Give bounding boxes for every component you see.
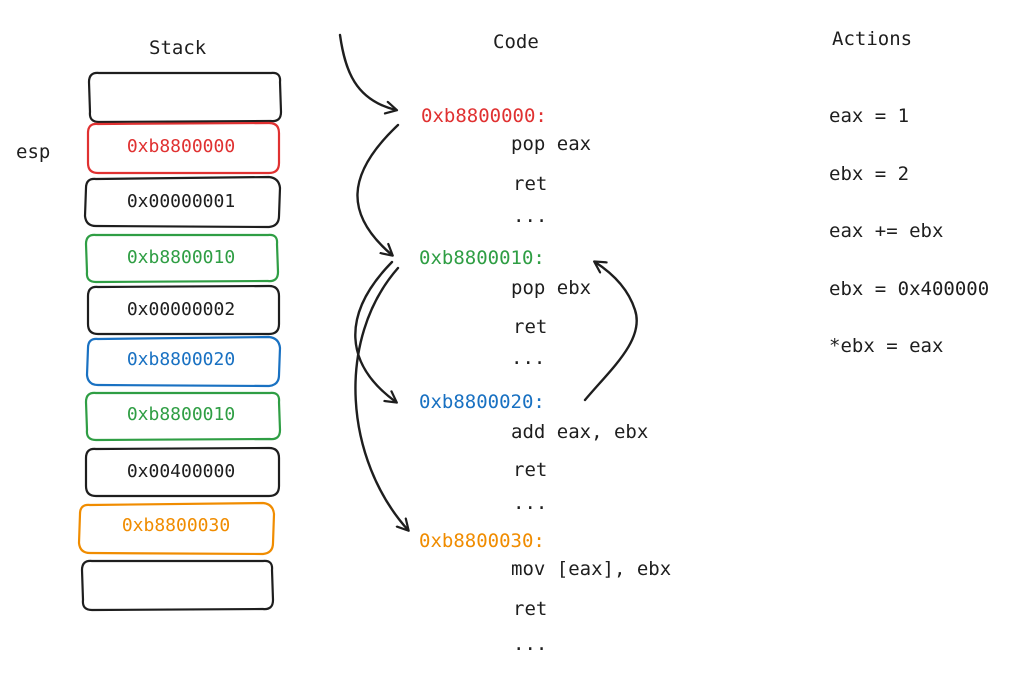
code-line: pop eax [511,133,592,155]
entry-arrow [338,33,396,110]
code-line: ret [513,598,548,620]
code-line: ... [513,633,548,655]
stack-cell-box [84,233,280,284]
stack-cell-box [84,446,281,498]
stack-cell-1: 0xb8800000 [126,136,236,157]
stack-cell-box [80,559,275,612]
stack-cell-3: 0xb8800010 [126,247,236,268]
code-line: add eax, ebx [511,421,649,443]
code-address-label: 0xb8800030: [419,530,545,552]
code-line: mov [eax], ebx [511,558,672,580]
action-item: eax += ebx [829,220,944,242]
code-address-label: 0xb8800020: [419,391,545,413]
stack-cell-box [86,284,281,336]
stack-cell-6: 0xb8800010 [126,404,236,425]
code-line: ... [511,347,546,369]
stack-cell-box [83,175,282,229]
arrow-block3-to-block2 [583,262,638,402]
code-heading: Code [493,31,539,53]
stack-cell-box [77,501,276,556]
actions-heading: Actions [832,28,913,50]
stack-cell-box [87,71,283,124]
arrow-block1-to-block2 [356,123,400,255]
code-line: ... [513,205,548,227]
stack-heading: Stack [149,37,207,59]
code-line: ... [513,492,548,514]
code-line: ret [513,459,548,481]
action-item: eax = 1 [829,105,910,127]
stack-cell-2: 0x00000001 [126,191,236,212]
code-line: pop ebx [511,277,592,299]
action-item: ebx = 2 [829,163,910,185]
stack-cell-4: 0x00000002 [126,299,236,320]
arrow-block2-to-block3 [354,260,396,402]
code-line: ret [513,316,548,338]
stack-cell-box [85,335,282,388]
stack-cell-box [86,121,281,175]
stack-cell-5: 0xb8800020 [126,349,236,370]
stack-cell-box [84,391,282,442]
action-item: ebx = 0x400000 [829,278,990,300]
stack-cell-7: 0x00400000 [126,461,236,482]
code-address-label: 0xb8800010: [419,247,545,269]
esp-label: esp [16,141,51,163]
code-line: ret [513,173,548,195]
code-address-label: 0xb8800000: [421,105,547,127]
arrow-block2-to-block4 [354,266,408,530]
stack-cell-8: 0xb8800030 [121,515,231,536]
action-item: *ebx = eax [829,335,944,357]
